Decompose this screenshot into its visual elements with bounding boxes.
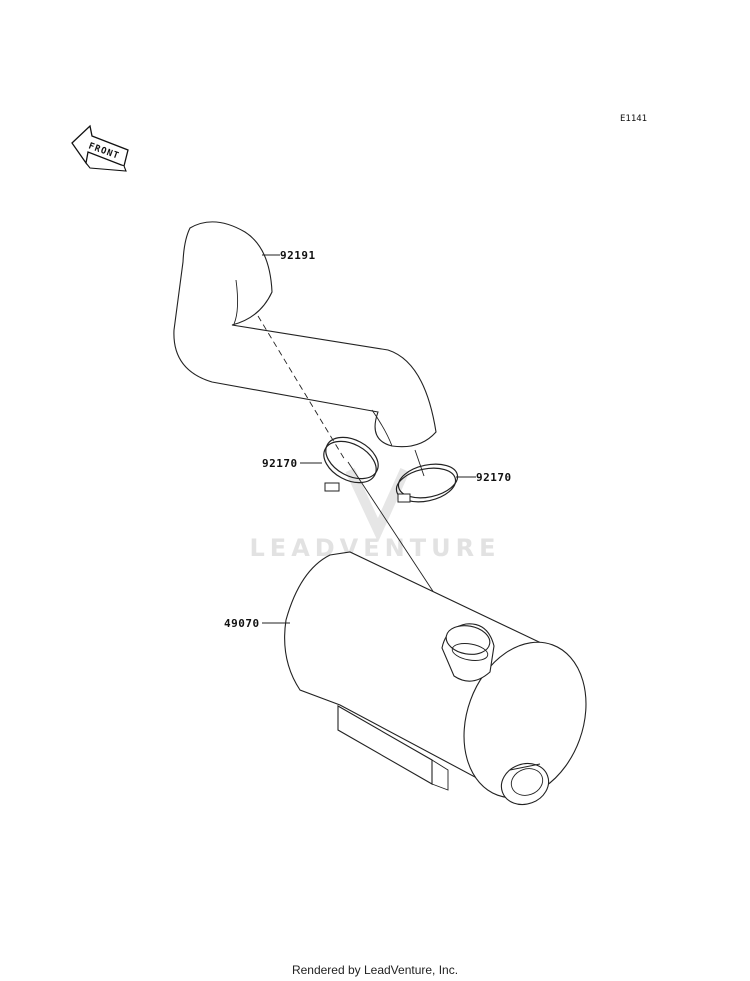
part-label-92170-right: 92170	[476, 471, 512, 484]
exhaust-pipe	[173, 221, 437, 448]
footer-credit: Rendered by LeadVenture, Inc.	[291, 963, 459, 977]
assembly-line-dashed	[257, 315, 346, 461]
diagram-code: E1141	[620, 114, 647, 124]
part-label-49070: 49070	[224, 617, 260, 630]
clamp-right	[395, 463, 459, 503]
watermark-text: LEADVENTURE	[250, 534, 501, 562]
watermark: LEADVENTURE	[250, 467, 501, 562]
front-arrow-icon: FRONT	[71, 124, 129, 172]
clamp-left	[323, 436, 379, 492]
muffler	[284, 551, 587, 806]
assembly-line-right	[414, 449, 425, 477]
part-label-92170-left: 92170	[262, 457, 298, 470]
part-label-92191: 92191	[280, 249, 316, 262]
